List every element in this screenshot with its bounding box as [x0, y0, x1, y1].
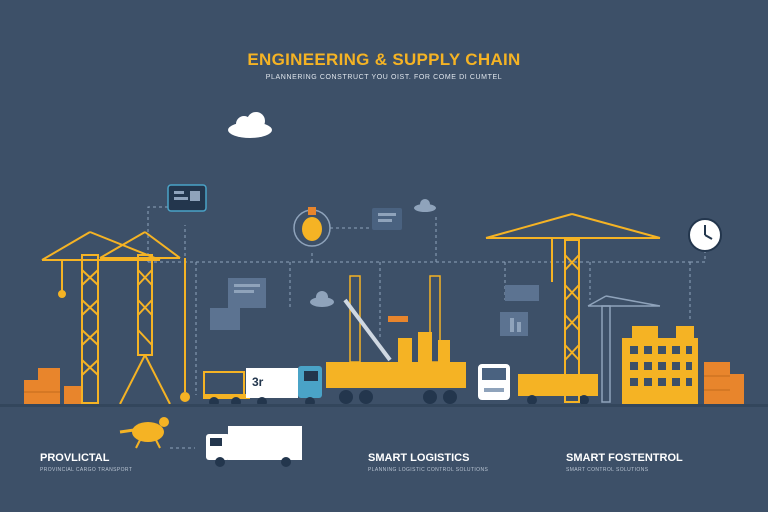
cargo-crates-left: [24, 368, 82, 404]
cargo-crates-right: [704, 362, 744, 404]
connector-lines: [147, 206, 706, 449]
container-trailer: [518, 374, 598, 405]
box-truck: 3r: [246, 366, 322, 407]
cloud-icon: [310, 291, 334, 307]
flatbed-trailer: [203, 371, 250, 407]
chart-icon: [500, 285, 539, 336]
chart-icon: [210, 278, 266, 330]
truck-sign: 3r: [252, 375, 264, 389]
delivery-truck: [206, 426, 302, 467]
page-title: ENGINEERING & SUPPLY CHAIN: [247, 50, 521, 69]
section-sublabel-smart-logistics: PLANNING LOGISTIC CONTROL SOLUTIONS: [368, 467, 489, 473]
building: [622, 326, 698, 404]
clock-icon: [688, 218, 722, 252]
section-sublabel-smart-control: SMART CONTROL SOLUTIONS: [566, 467, 649, 473]
tower-crane: [41, 231, 161, 404]
section-sublabel-provincial: PROVINCIAL CARGO TRANSPORT: [40, 467, 133, 473]
cloud-icon: [228, 112, 272, 138]
section-label-smart-logistics: SMART LOGISTICS: [368, 452, 470, 464]
document-icon: [372, 208, 402, 230]
chat-bubble-icon: [167, 184, 207, 212]
section-label-provincial: PROVLICTAL: [40, 452, 110, 464]
construction-site: [326, 275, 466, 404]
section-label-smart-control: SMART FOSTENTROL: [566, 452, 683, 464]
camel-icon: [119, 417, 169, 449]
tower-crane: [485, 213, 661, 403]
truck-front: [478, 364, 510, 400]
tower-crane: [99, 231, 190, 405]
cloud-icon: [414, 199, 436, 212]
lightbulb-icon: [293, 207, 331, 247]
page-subtitle: PLANNERING CONSTRUCT YOU OIST. FOR COME …: [265, 74, 503, 81]
ground-line: [0, 404, 768, 407]
tower-crane: [587, 295, 661, 403]
